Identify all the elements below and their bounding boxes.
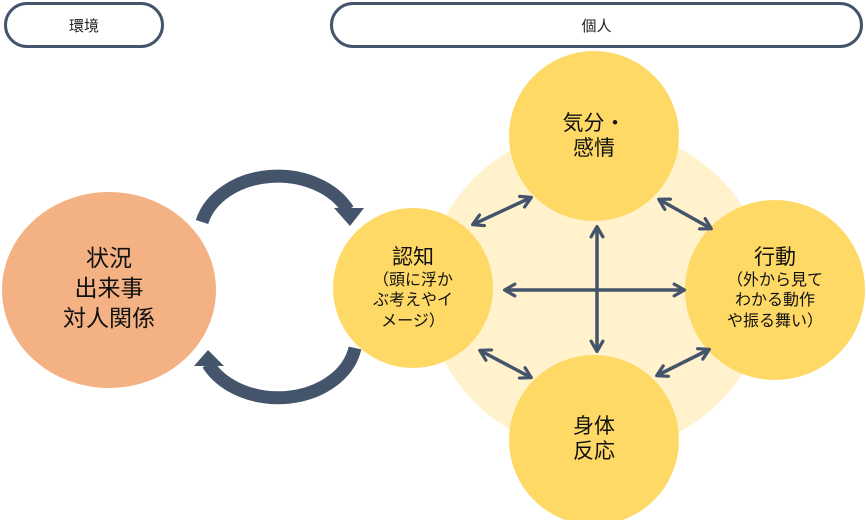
cognition-node: 認知 （頭に浮か ぶ考えやイ メージ） [334, 208, 492, 368]
cognition-circle [333, 208, 493, 368]
mood-node: 気分・ 感情 [509, 62, 679, 210]
environment-header: 環境 [4, 2, 164, 48]
situation-line-2: 出来事 [74, 276, 144, 303]
individual-label: 個人 [581, 16, 612, 35]
situation-node: 状況 出来事 対人関係 [2, 192, 216, 388]
situation-line-1: 状況 [86, 246, 132, 273]
situation-circle [2, 192, 216, 388]
arrow-cognition-mood [474, 198, 530, 224]
arrow-mood-behavior [660, 200, 710, 228]
cognition-sub-1: （頭に浮か [372, 269, 453, 289]
curved-arrow-top [195, 169, 364, 226]
individual-header: 個人 [330, 2, 863, 48]
cognition-sub-3: メージ） [381, 310, 445, 330]
behavior-node: 行動 （外から見て わかる動作 や振る舞い） [686, 208, 864, 368]
situation-line-3: 対人関係 [63, 305, 155, 332]
arrow-body-behavior [658, 350, 708, 375]
arrow-cognition-body [481, 351, 530, 377]
behavior-circle [685, 200, 865, 380]
behavior-title: 行動 [754, 244, 796, 269]
body-title: 身体 [573, 414, 615, 439]
environment-label: 環境 [68, 16, 99, 35]
mood-title-2: 感情 [573, 136, 615, 160]
mood-title: 気分・ [562, 111, 626, 136]
body-circle [509, 355, 679, 520]
body-node: 身体 反応 [509, 360, 679, 518]
cognition-sub-2: ぶ考えやイ [372, 290, 453, 310]
behavior-sub-3: や振る舞い） [726, 310, 823, 330]
curved-arrow-bottom [194, 346, 362, 405]
behavior-sub-1: （外から見て [726, 269, 823, 289]
mood-circle [509, 51, 679, 221]
body-title-2: 反応 [573, 439, 615, 463]
behavior-sub-2: わかる動作 [734, 290, 815, 310]
cognition-title: 認知 [392, 244, 434, 269]
